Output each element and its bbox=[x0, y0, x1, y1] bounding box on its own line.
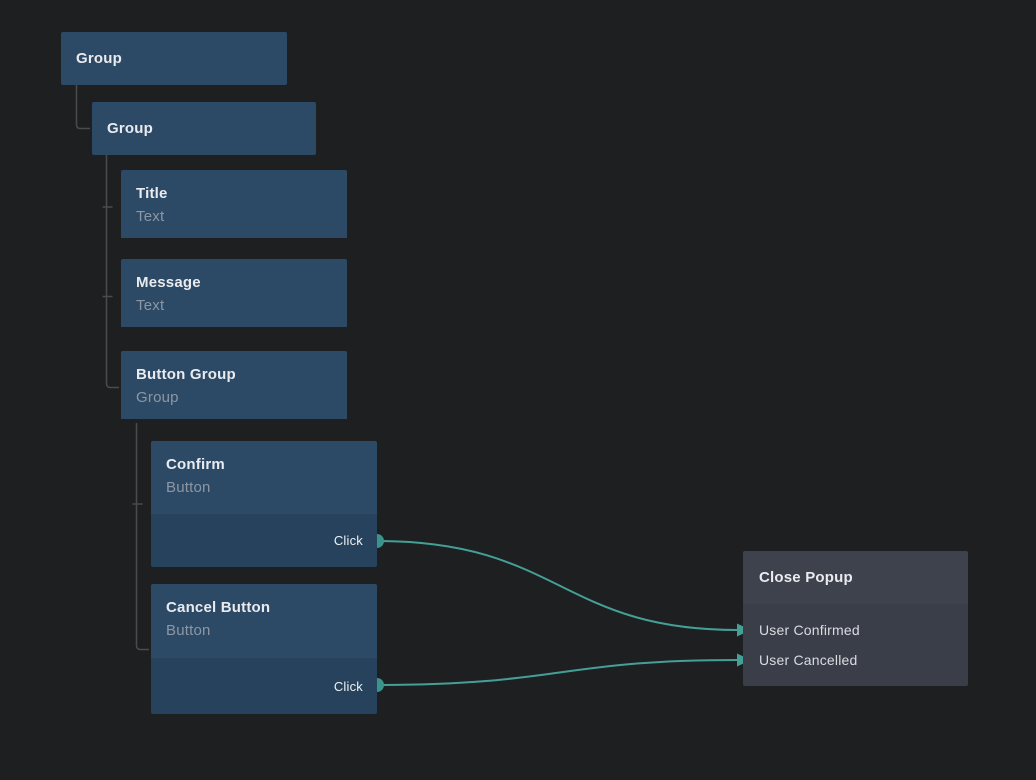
node-header: Confirm Button bbox=[151, 441, 377, 514]
tree-connector-line bbox=[105, 155, 119, 389]
wire-cancel-click-to-user-cancelled[interactable] bbox=[376, 659, 739, 686]
tree-connector-line bbox=[75, 85, 90, 130]
node-title: Title bbox=[136, 185, 168, 202]
node-group-inner[interactable]: Group bbox=[92, 102, 316, 155]
node-type-label: Group bbox=[136, 389, 179, 406]
node-events-section: Click bbox=[151, 658, 377, 714]
node-type-label: Button bbox=[166, 622, 211, 639]
tree-connector-line bbox=[135, 423, 149, 651]
node-button-group[interactable]: Button Group Group bbox=[121, 351, 347, 423]
node-header: Title Text bbox=[121, 170, 347, 238]
node-title: Group bbox=[107, 120, 153, 137]
node-message-text[interactable]: Message Text bbox=[121, 259, 347, 334]
wire-confirm-click-to-user-confirmed[interactable] bbox=[376, 540, 739, 631]
node-header: Close Popup bbox=[743, 551, 968, 604]
node-title-text[interactable]: Title Text bbox=[121, 170, 347, 244]
node-title: Cancel Button bbox=[166, 599, 271, 616]
node-title: Confirm bbox=[166, 456, 225, 473]
node-header: Cancel Button Button bbox=[151, 584, 377, 658]
node-title: Close Popup bbox=[759, 569, 853, 586]
node-title: Group bbox=[76, 50, 122, 67]
handler-inputs-section: User Confirmed User Cancelled bbox=[743, 604, 968, 686]
node-close-popup-handler[interactable]: Close Popup User Confirmed User Cancelle… bbox=[743, 551, 968, 686]
node-type-label: Text bbox=[136, 297, 165, 314]
node-title: Message bbox=[136, 274, 201, 291]
node-header: Group bbox=[92, 102, 316, 155]
node-group-outer[interactable]: Group bbox=[61, 32, 287, 85]
node-header: Button Group Group bbox=[121, 351, 347, 419]
node-header: Group bbox=[61, 32, 287, 85]
node-events-section: Click bbox=[151, 514, 377, 567]
node-header: Message Text bbox=[121, 259, 347, 327]
node-title: Button Group bbox=[136, 366, 236, 383]
input-user-confirmed[interactable]: User Confirmed bbox=[759, 622, 860, 638]
node-cancel-button[interactable]: Cancel Button Button Click bbox=[151, 584, 377, 714]
input-user-cancelled[interactable]: User Cancelled bbox=[759, 652, 858, 668]
click-event-label: Click bbox=[333, 533, 363, 548]
node-type-label: Text bbox=[136, 208, 165, 225]
node-type-label: Button bbox=[166, 479, 211, 496]
click-event-label: Click bbox=[333, 678, 363, 694]
node-confirm-button[interactable]: Confirm Button Click bbox=[151, 441, 377, 567]
